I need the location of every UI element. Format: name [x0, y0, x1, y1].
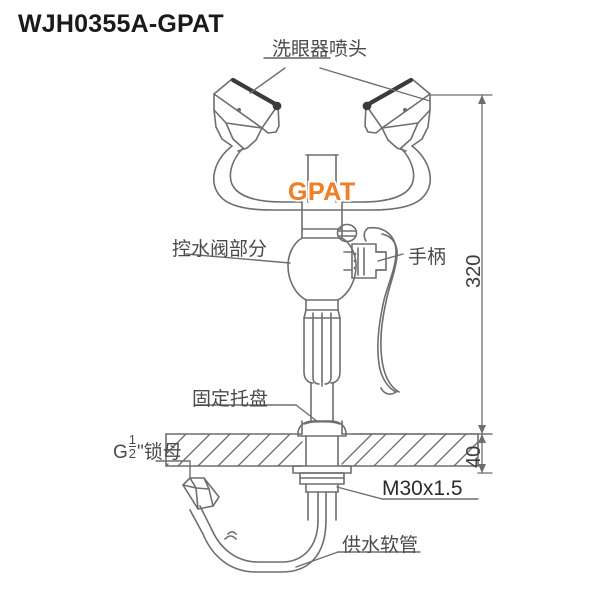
center-riser-column — [301, 154, 343, 230]
fraction-numerator: 1 — [128, 432, 137, 447]
callout-supply-hose: 供水软管 — [342, 535, 419, 556]
callout-spray-head: 洗眼器喷头 — [272, 39, 368, 60]
dimension-320 — [351, 94, 493, 435]
lock-nut-prefix: G — [113, 442, 128, 463]
callout-thread-spec: M30x1.5 — [382, 477, 463, 500]
supply-tubes — [307, 491, 337, 521]
callout-mounting-tray: 固定托盘 — [192, 389, 269, 410]
water-control-valve-body — [287, 223, 387, 311]
left-nozzle-tip — [230, 77, 280, 108]
aerator-fingers — [303, 309, 341, 387]
fraction-denominator: 2 — [128, 446, 137, 461]
under-deck-locknut — [292, 465, 352, 493]
leader-lines — [155, 57, 479, 568]
callout-handle: 手柄 — [408, 247, 447, 268]
dimension-text-320: 320 — [463, 254, 485, 288]
eyewash-bow-arms — [212, 145, 432, 211]
dimension-40 — [477, 433, 493, 474]
dimension-text-40: 40 — [463, 445, 485, 468]
lock-nut-suffix: "锁母 — [137, 442, 182, 463]
valve-handle-lever — [363, 227, 400, 395]
gpat-watermark: GPAT — [288, 178, 356, 206]
page-title: WJH0355A-GPAT — [18, 10, 224, 38]
callout-valve-section: 控水阀部分 — [172, 239, 268, 260]
mounting-tray-flange — [297, 420, 347, 437]
shank-through-deck — [305, 435, 339, 467]
supply-hose — [189, 505, 327, 573]
mounting-shank — [310, 382, 334, 422]
hose-hex-nut — [182, 477, 220, 510]
right-nozzle-tip — [364, 77, 414, 108]
gpat-watermark-stroke: GPAT — [286, 176, 357, 208]
countertop-section — [165, 433, 479, 467]
